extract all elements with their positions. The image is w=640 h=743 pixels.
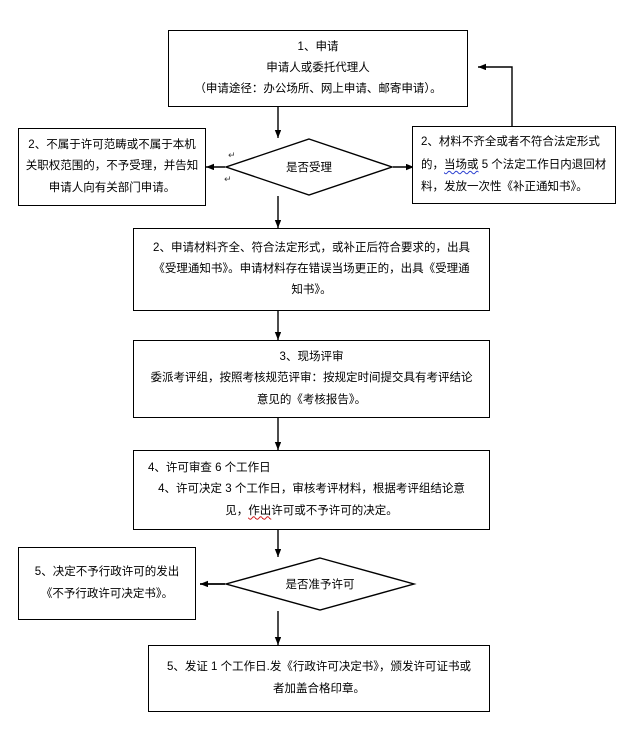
step1-line2: 申请人或委托代理人 bbox=[266, 61, 370, 74]
step3-line1: 3、现场评审 bbox=[279, 351, 344, 364]
incomplete-text-a: 2、材料不齐全或者不符合法定形式的， bbox=[421, 136, 600, 171]
node-step5-issue[interactable]: 5、发证 1 个工作日.发《行政许可决定书》，颁发许可证书或者加盖合格印章。 bbox=[148, 645, 490, 712]
paragraph-mark-decision-left: ↵ bbox=[224, 175, 232, 185]
node-step4-review[interactable]: 4、许可审查 6 个工作日 4、许可决定 3 个工作日，审核考评材料，根据考评组… bbox=[133, 450, 490, 530]
step2-accept-text: 2、申请材料齐全、符合法定形式，或补正后符合要求的，出具《受理通知书》。申请材料… bbox=[153, 241, 470, 297]
deny-line2: 《不予行政许可决定书》。 bbox=[40, 587, 174, 600]
node-reject-scope[interactable]: 2、不属于许可范畴或不属于本机关职权范围的，不予受理，并告知申请人向有关部门申请… bbox=[18, 128, 206, 206]
step4-line2-underlined: 作出 bbox=[248, 504, 272, 517]
soft-break-mark-decision-left: ↵ bbox=[228, 151, 236, 161]
incomplete-text-underlined: 当场或 bbox=[444, 158, 479, 171]
deny-line1: 5、决定不予行政许可的发出 bbox=[34, 566, 180, 579]
step4-line2-b: 许可或不予许可的决定。 bbox=[271, 504, 398, 517]
node-incomplete-materials[interactable]: 2、材料不齐全或者不符合法定形式的，当场或 5 个法定工作日内退回材料，发放一次… bbox=[412, 126, 616, 204]
diamond-shape-grant bbox=[223, 557, 417, 611]
step5-issue-text: 5、发证 1 个工作日.发《行政许可决定书》，颁发许可证书或者加盖合格印章。 bbox=[166, 661, 472, 695]
diamond-shape-accept bbox=[223, 138, 395, 196]
incomplete-text-b: 5 个法定工作日内退回材料，发放一次性《补正通知书》。 bbox=[421, 158, 607, 194]
node-decision-grant[interactable]: 是否准予许可 bbox=[223, 557, 417, 611]
step3-line2: 委派考评组，按照考核规范评审：按规定时间提交具有考评结论意见的《考核报告》。 bbox=[150, 372, 473, 406]
node-step1-apply[interactable]: 1、申请 申请人或委托代理人 （申请途径：办公场所、网上申请、邮寄申请）。 bbox=[168, 30, 468, 107]
node-deny-decision[interactable]: 5、决定不予行政许可的发出 《不予行政许可决定书》。 bbox=[18, 547, 196, 620]
step1-line3: （申请途径：办公场所、网上申请、邮寄申请）。 bbox=[194, 83, 442, 96]
step4-line1: 4、许可审查 6 个工作日 bbox=[148, 462, 271, 475]
node-step3-onsite[interactable]: 3、现场评审 委派考评组，按照考核规范评审：按规定时间提交具有考评结论意见的《考… bbox=[133, 340, 490, 418]
node-decision-accept[interactable]: 是否受理 bbox=[223, 138, 395, 196]
edge-incomplete-back-to-apply bbox=[478, 63, 513, 126]
node-step2-accept[interactable]: 2、申请材料齐全、符合法定形式，或补正后符合要求的，出具《受理通知书》。申请材料… bbox=[133, 228, 490, 311]
step1-line1: 1、申请 bbox=[297, 40, 339, 53]
reject-scope-text: 2、不属于许可范畴或不属于本机关职权范围的，不予受理，并告知申请人向有关部门申请… bbox=[25, 139, 199, 194]
step4-line2-a: 4、许可决定 3 个工作日，审核考评材料，根据考评组结论意见， bbox=[158, 483, 465, 517]
